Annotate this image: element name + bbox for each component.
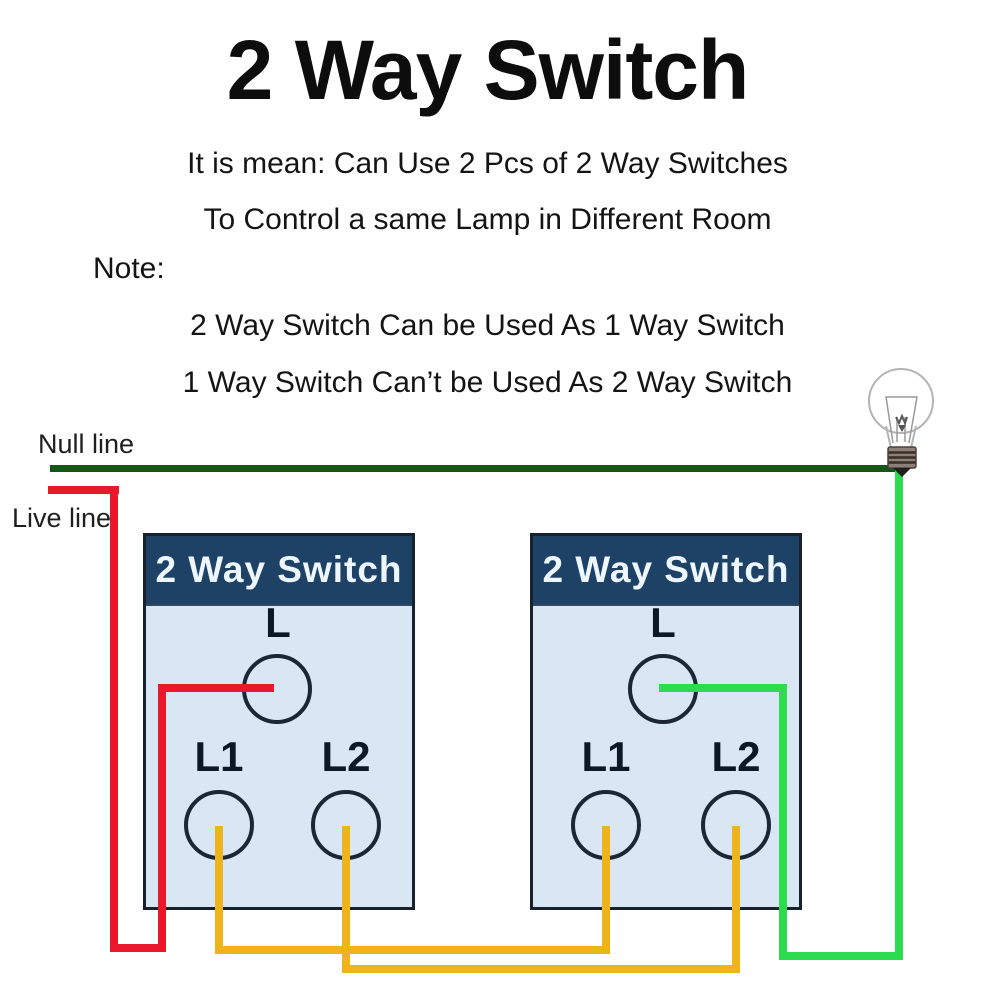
switch2-header: 2 Way Switch [533,536,799,606]
lamp-wire-seg-2 [779,684,787,960]
live-wire-seg-4 [158,684,166,952]
traveler-wire-a-seg-1 [215,826,223,953]
live-wire-seg-3 [110,944,166,952]
traveler-wire-b-seg-3 [732,826,740,972]
live-wire-seg-2 [110,486,118,952]
switch1-terminal-l2-label: L2 [321,733,371,780]
description-line-1: It is mean: Can Use 2 Pcs of 2 Way Switc… [187,147,788,180]
switch1-header: 2 Way Switch [146,536,412,606]
note-line-1: 2 Way Switch Can be Used As 1 Way Switch [190,309,785,342]
switch2-terminal-l2-label: L2 [711,733,761,780]
traveler-wire-a-seg-2 [215,946,610,954]
lamp-wire-seg-4 [895,468,903,960]
light-bulb-icon [868,368,934,477]
switch2-terminal-l1-label: L1 [581,733,631,780]
switch2-terminal-l-label: L [650,599,676,646]
description-line-2: To Control a same Lamp in Different Room [203,203,772,236]
note-line-2: 1 Way Switch Can’t be Used As 2 Way Swit… [182,366,793,399]
page-title: 2 Way Switch [226,23,750,117]
switch1-box: 2 Way Switch [143,533,415,910]
switch1-terminal-l1-label: L1 [194,733,244,780]
lamp-wire-seg-1 [659,684,787,692]
traveler-wire-a-seg-3 [602,826,610,953]
live-line-label: Live line [12,503,112,533]
live-wire-seg-1 [48,486,119,494]
note-label: Note: [93,252,165,285]
lamp-wire-seg-3 [779,952,903,960]
switch1-terminal-l-label: L [265,599,291,646]
null-wire [50,465,903,472]
live-wire-seg-5 [158,684,274,692]
null-line-label: Null line [38,429,135,459]
traveler-wire-b-seg-2 [342,965,740,973]
traveler-wire-b-seg-1 [342,826,350,972]
